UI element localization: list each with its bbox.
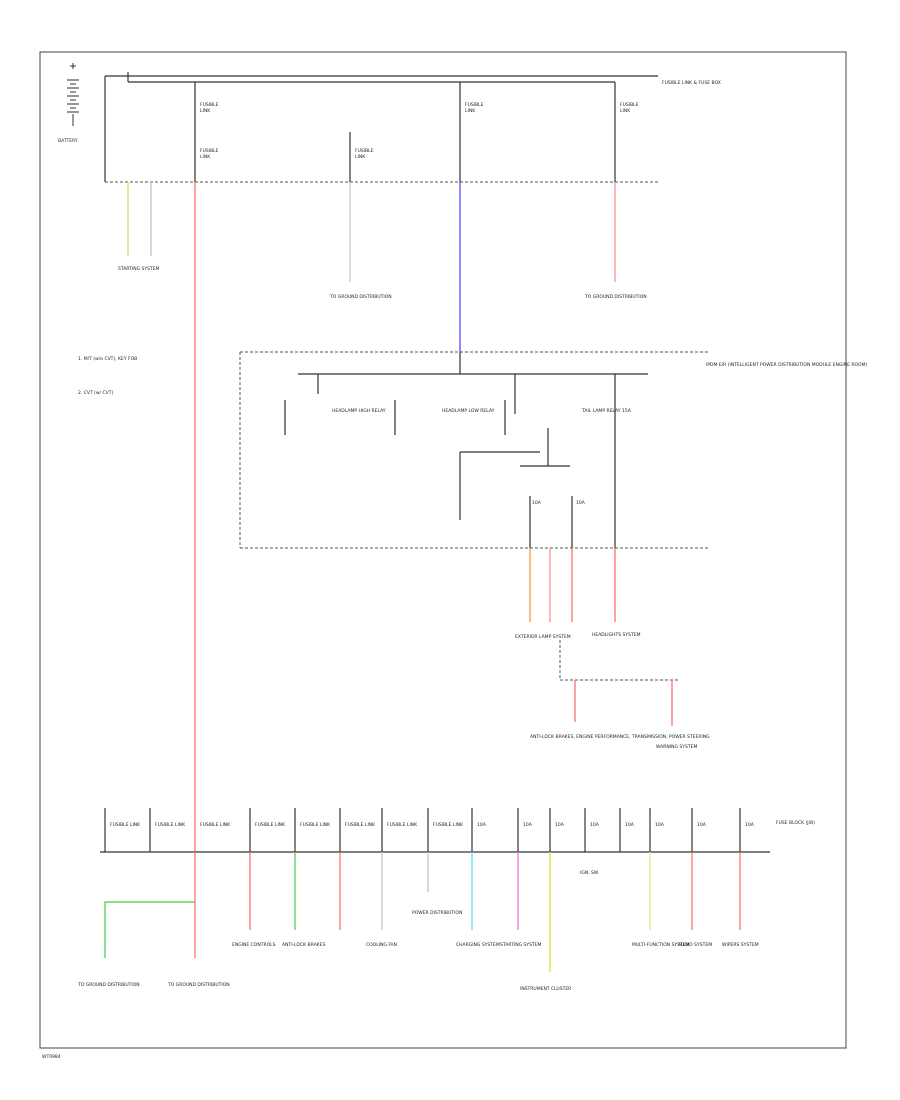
bottom-fuse: 10A xyxy=(655,822,665,828)
ipdm-fuse: 10A xyxy=(576,500,586,506)
dest-engine-controls: ENGINE CONTROLS xyxy=(232,942,276,948)
ipdm-relay: HEADLAMP LOW RELAY xyxy=(442,408,495,414)
bottom-fuse-block: FUSE BLOCK (J/B) IGN. SW FUSIBLE LINK FU… xyxy=(100,808,815,876)
top-box-label: FUSIBLE LINK & FUSE BOX xyxy=(662,80,721,86)
dest-charging: CHARGING SYSTEM xyxy=(456,942,500,948)
ipdm-box: IPDM E/R (INTELLIGENT POWER DISTRIBUTION… xyxy=(239,351,867,549)
diagram-frame xyxy=(39,51,847,1049)
bottom-fuse: FUSIBLE LINK xyxy=(433,822,464,828)
dest-ground-1: TO GROUND DISTRIBUTION xyxy=(329,294,392,300)
dest-power-distribution: POWER DISTRIBUTION xyxy=(412,910,462,916)
bottom-fuse: FUSIBLE LINK xyxy=(110,822,141,828)
ipdm-relay: TAIL LAMP RELAY xyxy=(581,408,621,414)
dest-cooling-fan: COOLING FAN xyxy=(366,942,397,948)
bottom-fuse: FUSIBLE LINK xyxy=(300,822,331,828)
wire-green-ground xyxy=(104,901,195,958)
dest-ground-2: TO GROUND DISTRIBUTION xyxy=(584,294,647,300)
bottom-fuse: 10A xyxy=(697,822,707,828)
ipdm-label: IPDM E/R (INTELLIGENT POWER DISTRIBUTION… xyxy=(706,362,867,368)
bottom-box-label: FUSE BLOCK (J/B) xyxy=(776,820,815,826)
svg-text:LINK: LINK xyxy=(465,108,476,114)
dest-starting-2: STARTING SYSTEM xyxy=(500,942,542,948)
svg-text:FUSIBLE: FUSIBLE xyxy=(465,102,484,108)
dest-instrument-cluster: INSTRUMENT CLUSTER xyxy=(520,986,571,992)
battery-icon xyxy=(67,63,79,126)
bottom-bus-label: IGN. SW xyxy=(580,870,599,876)
svg-text:LINK: LINK xyxy=(200,154,211,160)
bottom-fuse: 10A xyxy=(477,822,487,828)
note-1: 1. M/T (w/o CVT), KEY FOB xyxy=(78,356,137,362)
bottom-fuse: FUSIBLE LINK xyxy=(200,822,231,828)
ipdm-fuse: 10A xyxy=(532,500,542,506)
dest-exterior-lamp: EXTERIOR LAMP SYSTEM xyxy=(515,634,571,640)
dest-anti-lock-brakes: ANTI-LOCK BRAKES xyxy=(282,942,325,948)
figure-code: WT0984 xyxy=(42,1054,61,1060)
bottom-fuse: 10A xyxy=(523,822,533,828)
dest-wipers: WIPERS SYSTEM xyxy=(722,942,759,948)
dest-anti-lock: ANTI-LOCK BRAKES, ENGINE PERFORMANCE, TR… xyxy=(530,734,710,740)
dest-headlights: HEADLIGHTS SYSTEM xyxy=(592,632,641,638)
bottom-fuse: FUSIBLE LINK xyxy=(387,822,418,828)
battery-label: BATTERY xyxy=(58,138,78,144)
dest-warning: WARNING SYSTEM xyxy=(656,744,697,750)
bottom-fuse: FUSIBLE LINK xyxy=(345,822,376,828)
dest-audio: AUDIO SYSTEM xyxy=(678,942,712,948)
bottom-fuse: 10A xyxy=(745,822,755,828)
bottom-fuse: 10A xyxy=(555,822,565,828)
svg-text:FUSIBLE: FUSIBLE xyxy=(200,102,219,108)
svg-text:LINK: LINK xyxy=(200,108,211,114)
bottom-fuse: FUSIBLE LINK xyxy=(255,822,286,828)
svg-text:FUSIBLE: FUSIBLE xyxy=(200,148,219,154)
svg-text:FUSIBLE: FUSIBLE xyxy=(620,102,639,108)
dest-starting-system: STARTING SYSTEM xyxy=(118,266,160,272)
svg-text:FUSIBLE: FUSIBLE xyxy=(355,148,374,154)
bottom-fuse: 10A xyxy=(590,822,600,828)
svg-text:LINK: LINK xyxy=(620,108,631,114)
dest-ground-3: TO GROUND DISTRIBUTION xyxy=(77,982,140,988)
svg-text:LINK: LINK xyxy=(355,154,366,160)
dest-multi-function: MULTI-FUNCTION SYSTEM xyxy=(632,942,690,948)
bottom-fuse: FUSIBLE LINK xyxy=(155,822,186,828)
note-2: 2. CVT (w/ CVT) xyxy=(78,390,113,396)
dest-ground-4: TO GROUND DISTRIBUTION xyxy=(167,982,230,988)
ipdm-fuse: 15A xyxy=(622,408,632,414)
ipdm-relay: HEADLAMP HIGH RELAY xyxy=(332,408,386,414)
bottom-fuse: 10A xyxy=(625,822,635,828)
